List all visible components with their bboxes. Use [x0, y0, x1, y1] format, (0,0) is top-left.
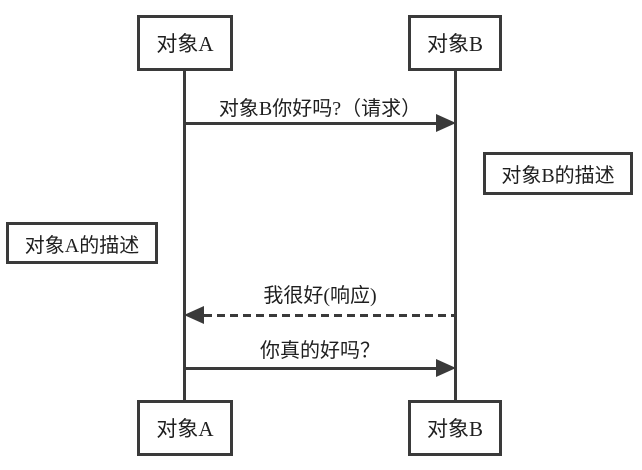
- message-2-response-line: [204, 314, 455, 317]
- object-a-bottom-box: 对象A: [137, 400, 233, 456]
- lifeline-object-b: [454, 70, 457, 400]
- message-2-response-label: 我很好(响应): [263, 285, 377, 307]
- message-3-followup-label: 你真的好吗？: [260, 340, 380, 362]
- object-b-bottom-box: 对象B: [408, 400, 502, 456]
- object-b-description-label: 对象B的描述: [501, 165, 615, 187]
- object-b-top-box: 对象B: [408, 15, 502, 71]
- object-a-top-box: 对象A: [137, 15, 233, 71]
- lifeline-object-a: [183, 70, 186, 400]
- message-3-followup-line: [184, 367, 438, 370]
- object-a-bottom-label: 对象A: [156, 417, 214, 441]
- object-b-description-box: 对象B的描述: [483, 152, 633, 195]
- object-a-description-label: 对象A的描述: [24, 234, 140, 257]
- message-1-request-line: [184, 122, 438, 125]
- object-b-top-label: 对象B: [426, 32, 483, 56]
- arrowhead-right-icon: [436, 359, 456, 377]
- object-b-bottom-label: 对象B: [426, 417, 483, 441]
- arrowhead-right-icon: [436, 114, 456, 132]
- arrowhead-left-icon: [184, 306, 204, 324]
- object-a-description-box: 对象A的描述: [6, 222, 158, 264]
- message-1-request-label: 对象B你好吗?（请求）: [218, 98, 422, 120]
- object-a-top-label: 对象A: [156, 32, 214, 56]
